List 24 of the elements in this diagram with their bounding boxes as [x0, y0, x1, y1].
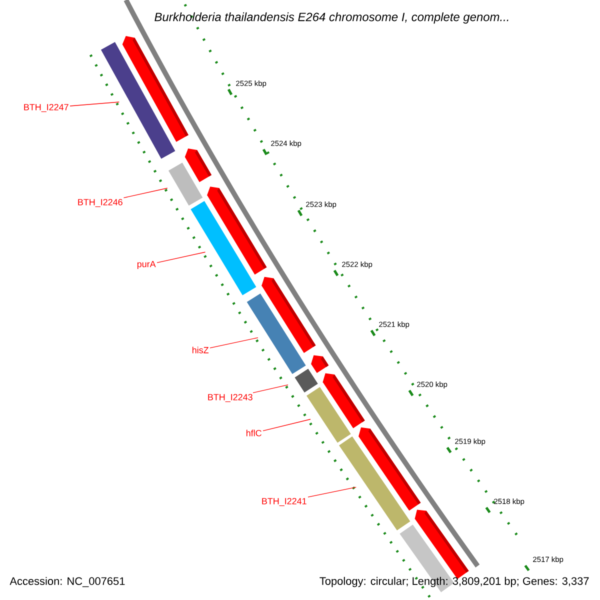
gene-bar	[339, 436, 410, 530]
leader-line	[156, 252, 206, 264]
footer-text: Topology: circular; Length: 3,809,201 bp; Genes: 3,337	[320, 576, 589, 588]
gene-bar	[306, 386, 351, 443]
leader-line	[70, 102, 120, 106]
gene-label: BTH_I2247	[24, 104, 68, 112]
gene-label: BTH_I2246	[78, 198, 122, 208]
footer-text: Accession: NC_007651	[10, 576, 125, 588]
gene-bar	[190, 200, 256, 296]
gene-label: BTH_I2241	[262, 498, 306, 506]
title: Burkholderia thailandensis E264 chromosome I, complete genom...	[154, 12, 508, 24]
gene-label: hflC	[246, 430, 262, 436]
gene-bar	[246, 294, 306, 374]
leader-line	[262, 418, 311, 432]
leader-line	[210, 337, 258, 348]
gene-label: BTH_I2243	[208, 394, 252, 402]
leader-line	[123, 188, 168, 198]
gene-label: hisZ	[192, 346, 209, 354]
leader-line	[252, 384, 288, 394]
gene-label: purA	[137, 260, 156, 270]
gene-bar	[294, 368, 318, 392]
gene-bar	[100, 42, 176, 159]
gene-bar	[168, 162, 203, 206]
leader-line	[308, 486, 356, 498]
